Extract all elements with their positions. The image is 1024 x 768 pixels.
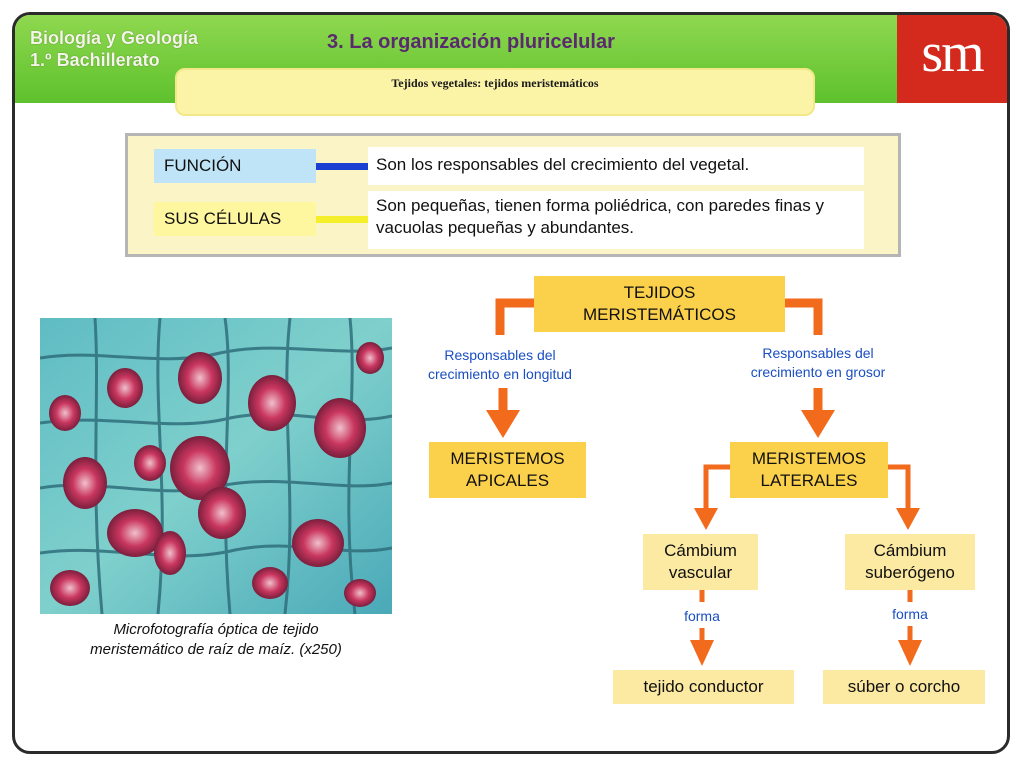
apical-line-1: MERISTEMOS <box>450 449 565 468</box>
function-tag: FUNCIÓN <box>154 149 316 183</box>
node-cambium-suberogeno: Cámbium suberógeno <box>845 534 975 590</box>
suberogeno-line-2: suberógeno <box>865 563 955 582</box>
left-branch-line-1: Responsables del <box>444 347 556 363</box>
slide-title: 3. La organización pluricelular <box>327 31 615 53</box>
caption-line-1: Microfotografía óptica de tejido <box>113 621 319 638</box>
suber-arrow-head <box>898 640 922 666</box>
root-left-connector <box>495 298 534 335</box>
left-branch-label: Responsables del crecimiento en longitud <box>400 346 600 384</box>
lateral-line-2: LATERALES <box>760 471 858 490</box>
root-line-1: TEJIDOS <box>623 283 696 302</box>
lateral-right-connector <box>888 464 911 510</box>
node-meristemos-apicales: MERISTEMOS APICALES <box>429 442 586 498</box>
suberogeno-line-1: Cámbium <box>873 541 947 560</box>
info-panel: FUNCIÓN Son los responsables del crecimi… <box>125 133 901 257</box>
micrograph-image <box>40 318 392 614</box>
root-right-connector <box>785 298 823 335</box>
function-description: Son los responsables del crecimiento del… <box>368 147 864 185</box>
vascular-arrow-head <box>694 508 718 530</box>
micrograph-caption: Microfotografía óptica de tejido meriste… <box>40 620 392 660</box>
right-branch-line-2: crecimiento en grosor <box>750 364 886 380</box>
suberogeno-arrow-head <box>896 508 920 530</box>
apical-arrow-head <box>486 410 520 438</box>
right-branch-line-1: Responsables del <box>762 345 874 361</box>
forma-label-left: forma <box>684 608 720 624</box>
node-cambium-vascular: Cámbium vascular <box>643 534 758 590</box>
cells-description: Son pequeñas, tienen forma poliédrica, c… <box>368 191 864 249</box>
subject-name: Biología y Geología <box>30 28 199 48</box>
subtitle-text: Tejidos vegetales: tejidos meristemático… <box>391 76 599 90</box>
vascular-line-2: vascular <box>668 563 733 582</box>
cells-tag: SUS CÉLULAS <box>154 202 316 236</box>
node-suber-corcho: súber o corcho <box>823 670 985 704</box>
lateral-arrow-head <box>801 410 835 438</box>
publisher-logo: sm <box>897 15 1007 103</box>
subtitle-banner: Tejidos vegetales: tejidos meristemático… <box>175 68 815 116</box>
course-level: 1.º Bachillerato <box>30 50 160 70</box>
root-line-2: MERISTEMÁTICOS <box>582 305 736 324</box>
slide-frame: Biología y Geología 1.º Bachillerato 3. … <box>12 12 1010 754</box>
right-branch-label: Responsables del crecimiento en grosor <box>720 344 916 382</box>
left-branch-line-2: crecimiento en longitud <box>428 366 572 382</box>
lateral-left-connector <box>703 464 730 510</box>
vascular-line-1: Cámbium <box>664 541 737 560</box>
logo-text: sm <box>921 22 984 84</box>
node-meristemos-laterales: MERISTEMOS LATERALES <box>730 442 888 498</box>
cells-connector <box>316 216 368 223</box>
root-node-tejidos-meristematicos: TEJIDOS MERISTEMÁTICOS <box>534 276 785 332</box>
course-label: Biología y Geología 1.º Bachillerato <box>30 27 198 71</box>
node-tejido-conductor: tejido conductor <box>613 670 794 704</box>
caption-line-2: meristemático de raíz de maíz. (x250) <box>90 641 342 658</box>
conductor-arrow-head <box>690 640 714 666</box>
forma-label-right: forma <box>892 606 928 622</box>
function-connector <box>316 163 368 170</box>
apical-line-2: APICALES <box>465 471 550 490</box>
lateral-line-1: MERISTEMOS <box>751 449 867 468</box>
